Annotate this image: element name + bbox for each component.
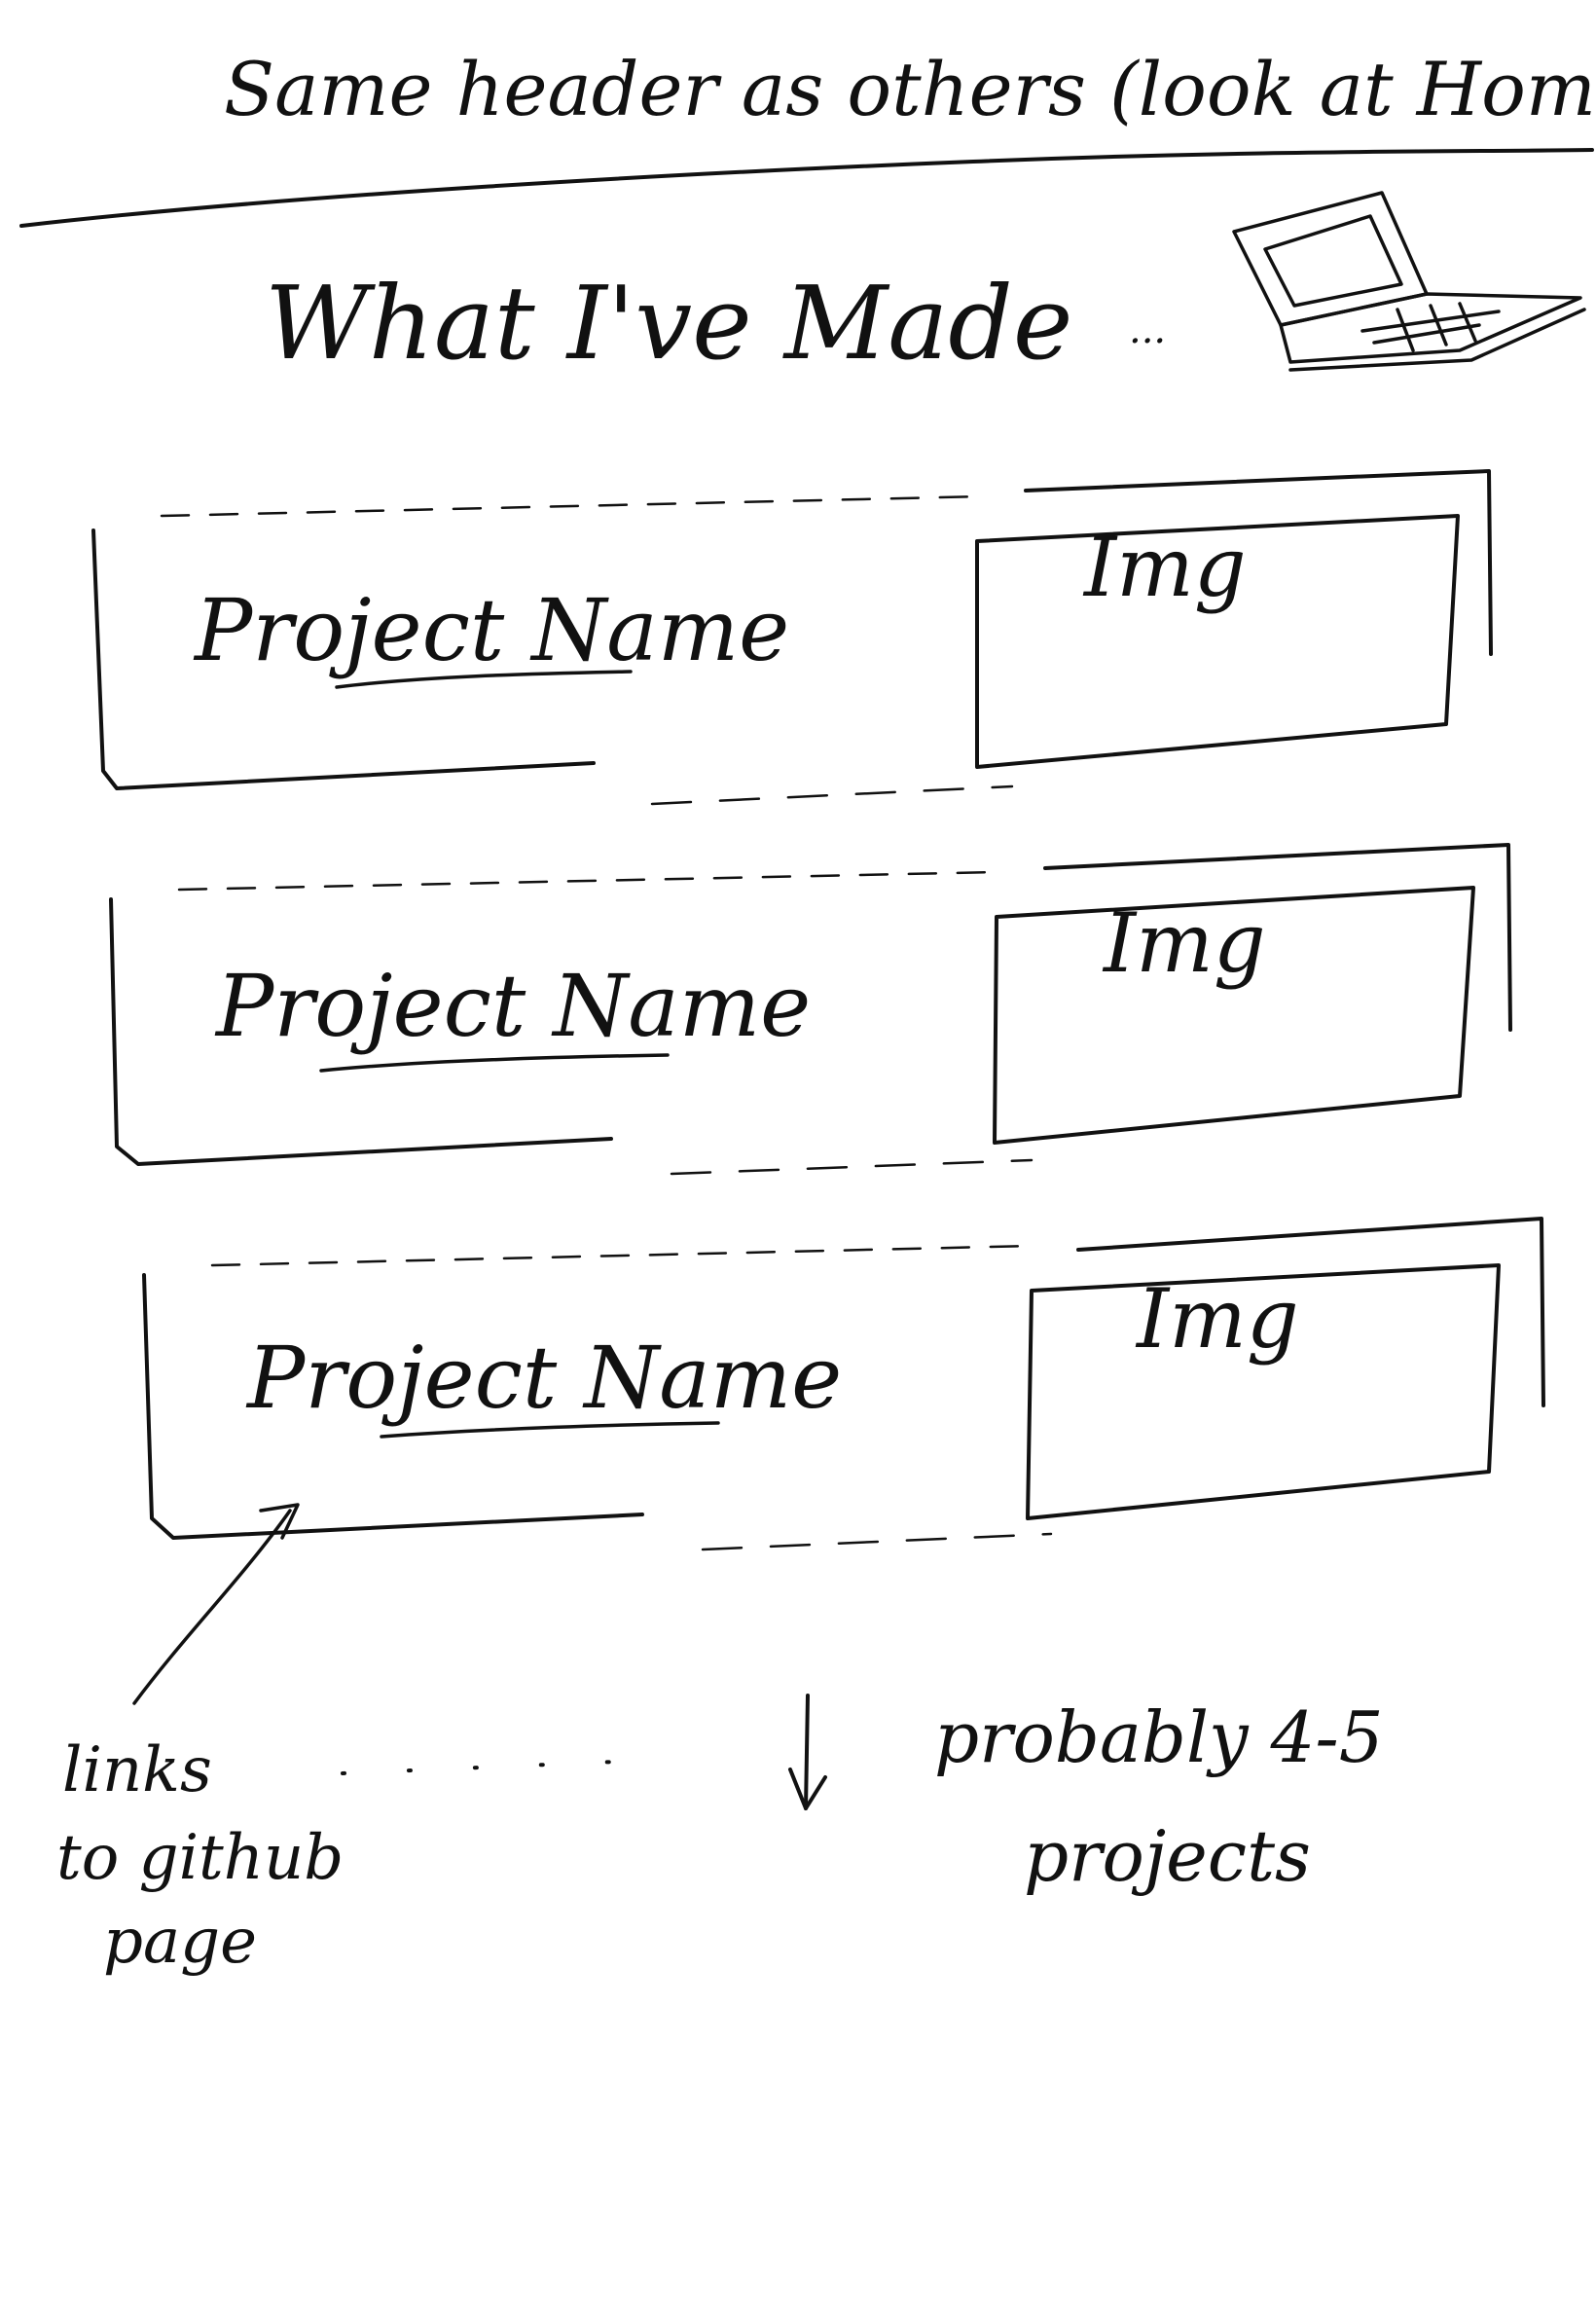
more-projects-note: probably 4-5 projects	[934, 1696, 1384, 1897]
more-projects-line: projects	[1024, 1815, 1311, 1897]
link-note-line: page	[103, 1906, 257, 1978]
project-name[interactable]: Project Name	[245, 1328, 842, 1428]
page-title-trail: ...	[1129, 308, 1166, 352]
image-label: Img	[1135, 1271, 1299, 1367]
link-arrow	[132, 1503, 300, 1705]
link-note: links to github page	[56, 1734, 344, 1978]
project-image-placeholder: Img	[1026, 1217, 1545, 1520]
project-card[interactable]: Project Name Img	[91, 469, 1493, 806]
header-note: Same header as others (look at Home)	[224, 46, 1596, 132]
project-image-placeholder: Img	[975, 469, 1493, 769]
image-label: Img	[1082, 520, 1247, 615]
page-title: What I've Made	[265, 264, 1072, 383]
project-card[interactable]: Project Name Img	[142, 1217, 1545, 1551]
image-label: Img	[1102, 895, 1266, 991]
link-note-line: to github	[56, 1822, 344, 1894]
more-projects-line: probably 4-5	[934, 1696, 1384, 1778]
link-note-line: links	[62, 1734, 212, 1806]
header-divider	[19, 148, 1594, 228]
down-arrow-icon	[788, 1694, 827, 1810]
project-name[interactable]: Project Name	[193, 580, 789, 680]
project-card[interactable]: Project Name Img	[109, 843, 1512, 1176]
project-image-placeholder: Img	[993, 843, 1512, 1145]
dotted-leader	[341, 1758, 664, 1775]
project-name[interactable]: Project Name	[214, 956, 811, 1056]
laptop-icon	[1232, 191, 1586, 372]
